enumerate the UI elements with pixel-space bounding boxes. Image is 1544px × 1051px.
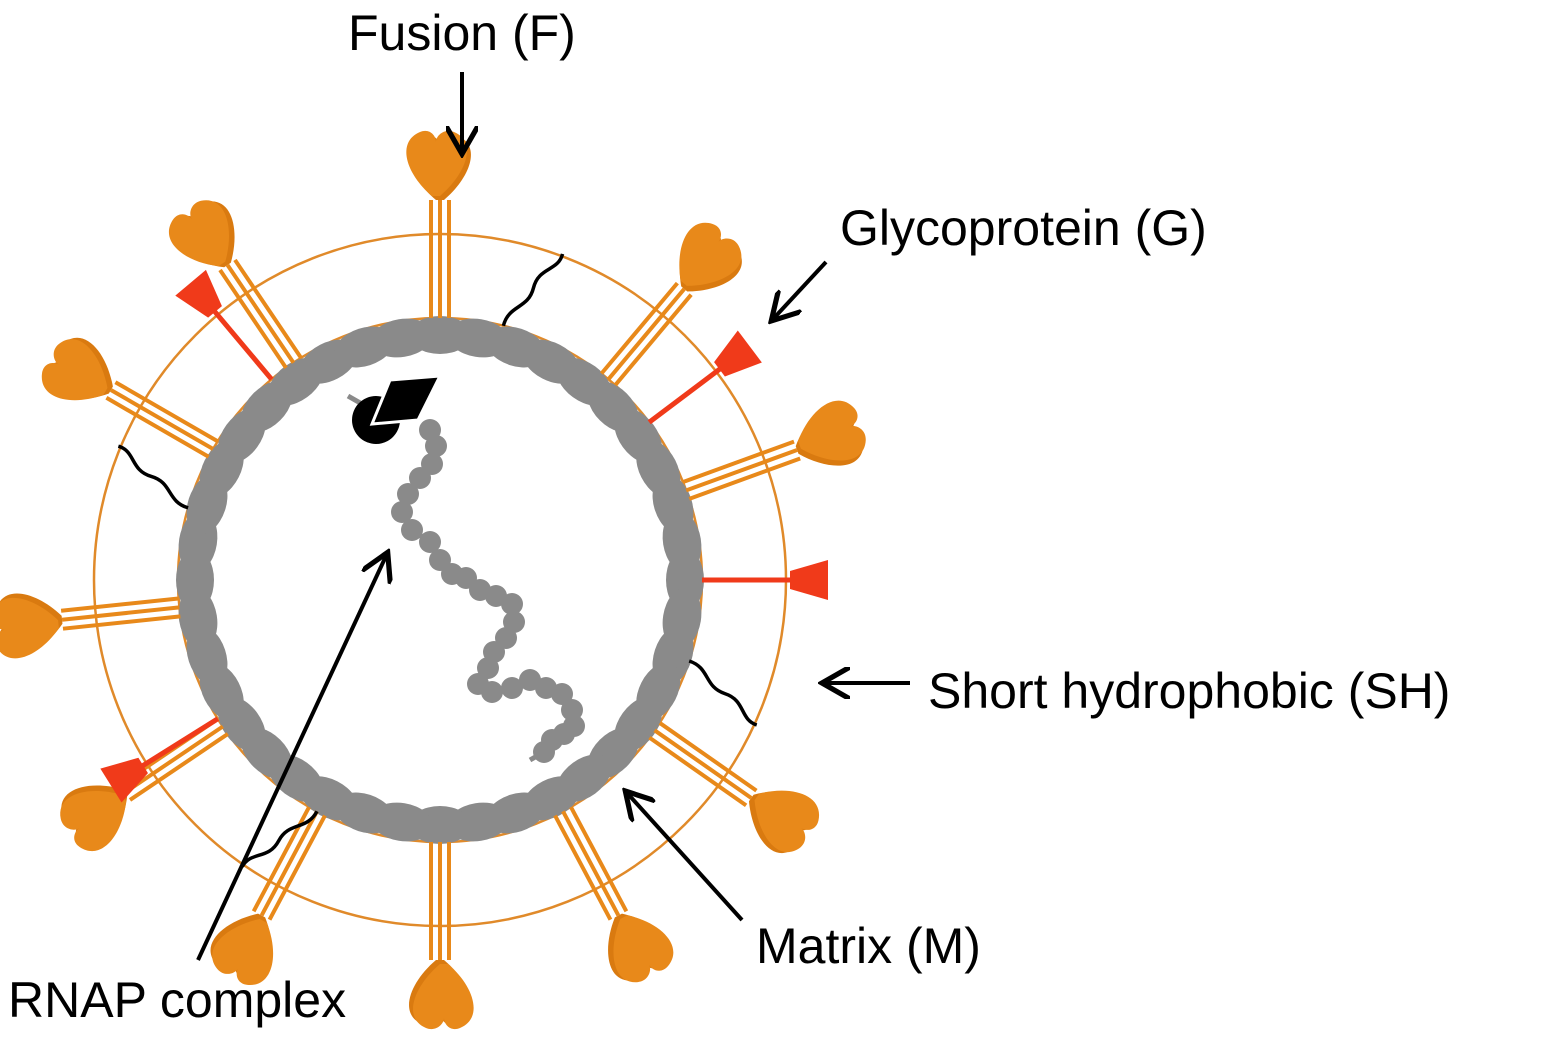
fusion-protein-icon — [634, 700, 830, 865]
nucleoprotein-bead — [551, 683, 573, 705]
nucleoprotein-bead — [481, 681, 503, 703]
rna-genome — [391, 419, 585, 763]
glycoprotein-icon — [702, 560, 828, 600]
nucleoprotein-bead — [501, 593, 523, 615]
fusion-protein-icon — [404, 128, 473, 320]
nucleoprotein-bead — [501, 677, 523, 699]
nucleoprotein-bead — [409, 467, 431, 489]
label-rnap-complex: RNAP complex — [8, 972, 347, 1028]
nucleoprotein-bead — [397, 483, 419, 505]
label-fusion: Fusion (F) — [348, 5, 576, 61]
arrow-matrix — [628, 794, 744, 922]
nucleoprotein-bead — [477, 657, 499, 679]
matrix-protein — [662, 510, 702, 573]
label-short-hydrophobic: Short hydrophobic (SH) — [928, 663, 1451, 719]
fusion-protein-icon — [202, 797, 347, 993]
nucleoprotein-bead — [425, 435, 447, 457]
fusion-protein-icon — [407, 840, 476, 1032]
nucleoprotein-bead — [419, 531, 441, 553]
short-hydrophobic-icon — [105, 444, 201, 510]
arrow-glycoprotein — [774, 260, 828, 318]
short-hydrophobic-icon — [501, 242, 565, 338]
short-hydrophobic-icon — [675, 659, 771, 727]
fusion-protein-icon — [0, 574, 185, 663]
glycoprotein-icon — [637, 330, 762, 438]
nucleoprotein-bead — [533, 741, 555, 763]
label-glycoprotein: Glycoprotein (G) — [840, 200, 1207, 256]
fusion-protein-icon — [536, 796, 681, 992]
nucleoprotein-bead — [391, 501, 413, 523]
arrow-rnap — [196, 556, 386, 961]
fusion-protein-icon — [672, 392, 875, 522]
label-matrix: Matrix (M) — [756, 918, 981, 974]
fusion-protein-icon — [159, 188, 322, 384]
nucleoprotein-bead — [401, 519, 423, 541]
nucleoprotein-bead — [561, 699, 583, 721]
rnap-complex-icon — [346, 374, 443, 444]
matrix-layer — [176, 316, 704, 844]
